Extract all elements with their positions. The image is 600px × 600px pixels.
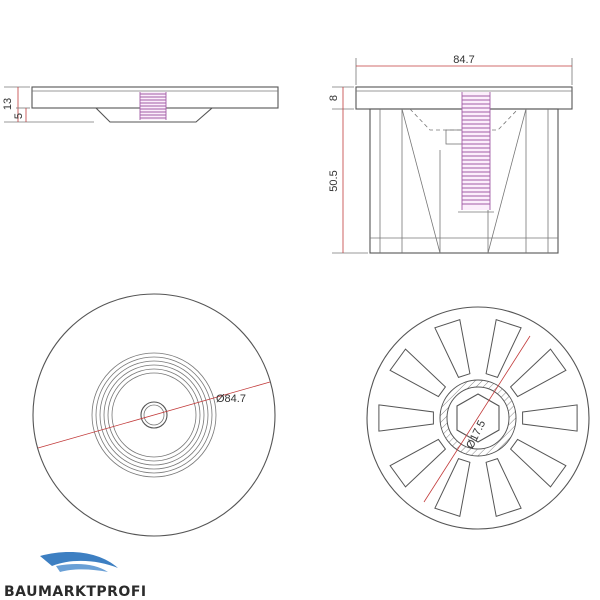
dimension-side-base: 5	[13, 107, 30, 122]
brand-swoosh-icon	[40, 552, 118, 568]
dim-13-label: 13	[2, 98, 14, 110]
rib-pocket	[389, 348, 447, 398]
top-view: Ø84.7	[32, 293, 276, 537]
hex-socket	[456, 393, 500, 443]
rib-pocket	[509, 348, 567, 398]
dimension-side-height: 13	[2, 86, 94, 123]
side-view: 13 5	[2, 86, 279, 123]
rib-pocket	[522, 404, 578, 432]
rib-pocket	[378, 404, 434, 432]
dimension-front-width: 84.7	[355, 54, 573, 85]
rib-pocket	[434, 319, 471, 379]
bottom-view: Ø17.5	[366, 306, 590, 530]
rib-pocket	[485, 457, 522, 517]
brand-name: BAUMARKTPROFI	[4, 584, 147, 600]
rib-pocket	[434, 457, 471, 517]
brand-logo: BAUMARKTPROFI	[4, 552, 147, 600]
dim-50-5-label: 50.5	[328, 170, 340, 191]
rib-pockets	[378, 319, 578, 517]
thread-side	[139, 92, 167, 120]
dim-84-7-label: 84.7	[453, 54, 474, 66]
rib-pocket	[389, 438, 447, 488]
rib-pocket	[509, 438, 567, 488]
rib-pocket	[485, 319, 522, 379]
dimension-front-height: 50.5	[328, 109, 368, 254]
thread-front	[458, 92, 494, 213]
dimension-front-top: 8	[328, 86, 354, 110]
dim-5-label: 5	[13, 113, 25, 119]
front-view: 84.7 8	[328, 54, 573, 254]
dim-8-label: 8	[328, 95, 340, 101]
top-diameter-label: Ø84.7	[216, 393, 246, 405]
